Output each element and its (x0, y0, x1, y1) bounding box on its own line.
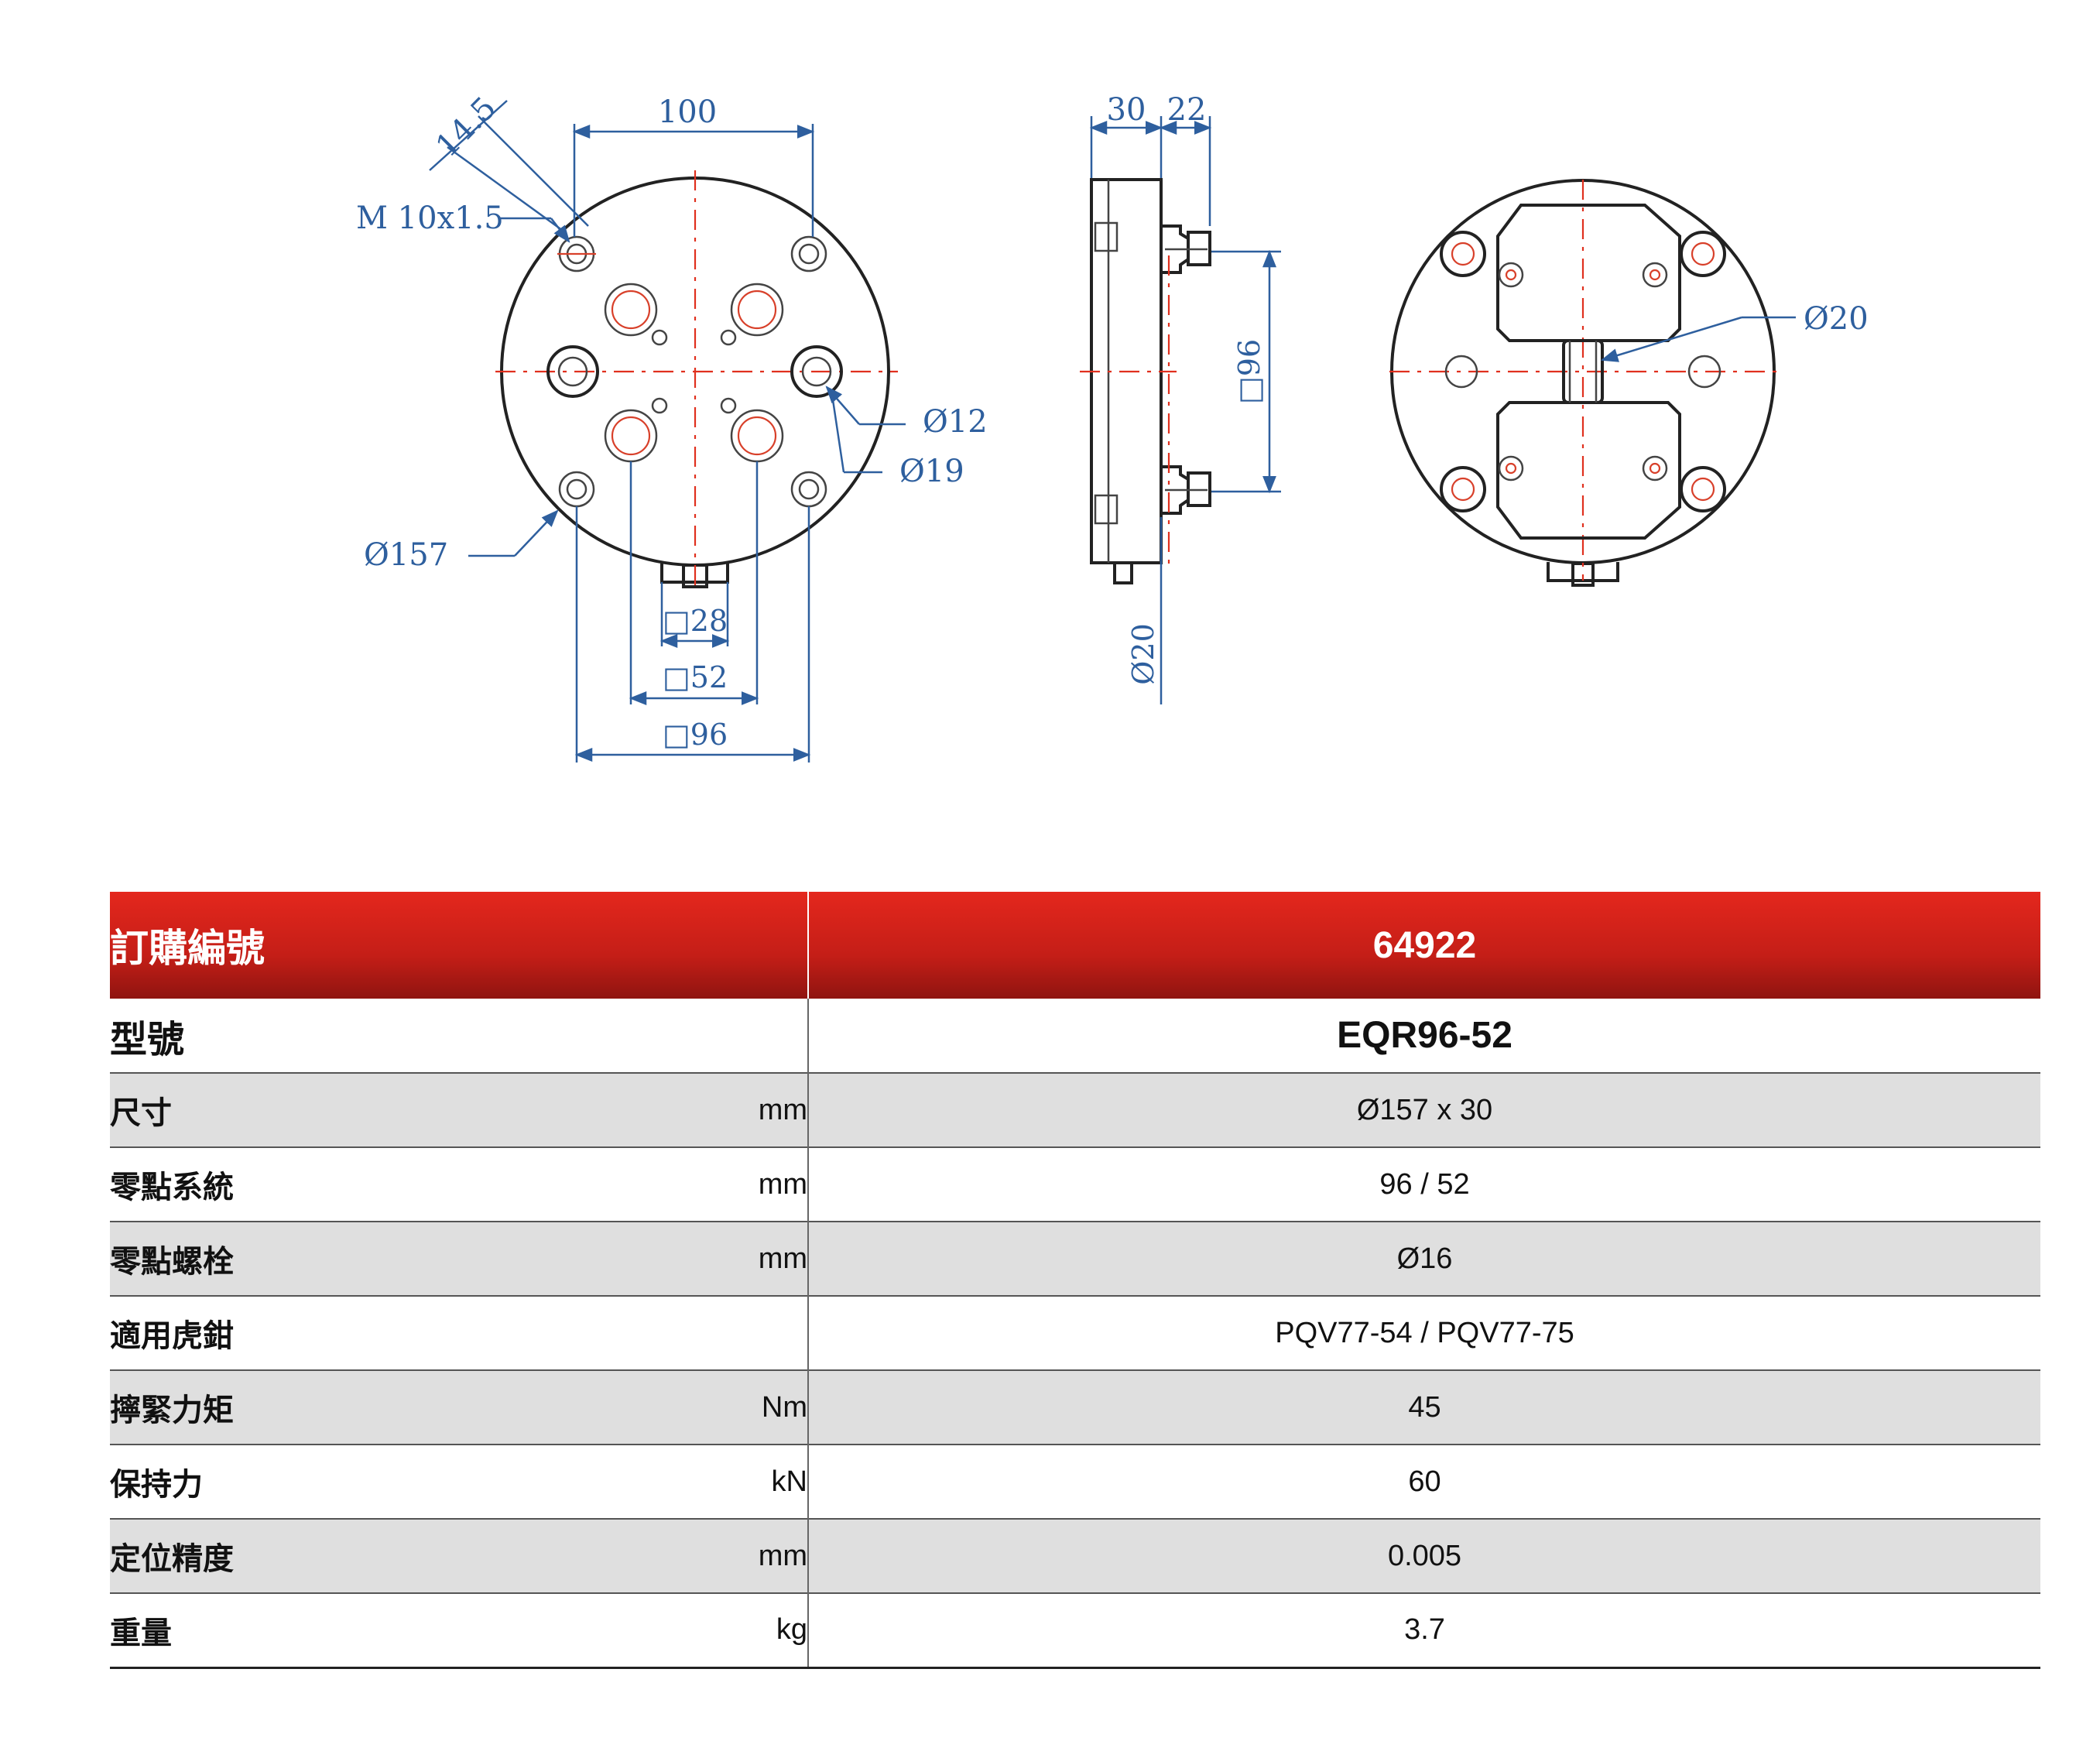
row-value: Ø157 x 30 (1356, 1093, 1493, 1126)
row-unit: mm (590, 1222, 809, 1296)
side-hole-left (546, 345, 599, 398)
corner-hole-tl (557, 235, 596, 272)
order-number-value: 64922 (1372, 924, 1477, 966)
table-row: 擰緊力矩 Nm 45 (110, 1370, 2040, 1445)
dim-pin-spacing: □96 (1232, 339, 1266, 404)
dim-100: 100 (658, 94, 717, 130)
row-unit: mm (590, 1147, 809, 1222)
model-value: EQR96-52 (1337, 1015, 1512, 1056)
order-number-label: 訂購編號 (110, 892, 809, 999)
row-label: 擰緊力矩 (110, 1393, 234, 1427)
side-hole-right (790, 345, 843, 398)
counterbore-holes (604, 283, 784, 463)
row-label: 尺寸 (110, 1096, 172, 1130)
back-view: Ø20 (1389, 179, 1869, 587)
row-label: 零點螺栓 (110, 1245, 234, 1279)
row-unit: Nm (590, 1370, 809, 1445)
row-value: 96 / 52 (1379, 1167, 1470, 1201)
front-view: 100 14.5 M 10x1.5 Ø12 Ø19 Ø157 □28 □52 (356, 91, 988, 763)
row-unit: mm (590, 1073, 809, 1147)
row-unit: mm (590, 1519, 809, 1593)
spec-table: 訂購編號 64922 型號 EQR96-52 尺寸 mm Ø157 x 30 零… (110, 892, 2040, 1669)
table-row: 定位精度 mm 0.005 (110, 1519, 2040, 1593)
technical-drawing: 100 14.5 M 10x1.5 Ø12 Ø19 Ø157 □28 □52 (356, 91, 1869, 763)
corner-hole-bl (558, 471, 595, 508)
row-value: 60 (1408, 1465, 1441, 1498)
order-number-row: 訂購編號 64922 (110, 892, 2040, 999)
corner-hole-br (790, 471, 827, 508)
back-side-holes (1444, 355, 1721, 389)
dim-dia-19: Ø19 (899, 454, 964, 489)
row-unit (590, 1296, 809, 1370)
row-label: 適用虎鉗 (110, 1319, 234, 1353)
small-holes (651, 329, 737, 414)
corner-hole-tr (790, 235, 827, 272)
model-row: 型號 EQR96-52 (110, 999, 2040, 1073)
side-view: 30 22 □96 Ø20 (1080, 92, 1281, 704)
row-label: 保持力 (110, 1468, 203, 1502)
table-row: 零點系統 mm 96 / 52 (110, 1147, 2040, 1222)
dim-pin-dia: Ø20 (1126, 623, 1160, 685)
back-corner-holes (1440, 231, 1726, 512)
dim-dia-12: Ø12 (923, 404, 988, 440)
row-label: 重量 (110, 1616, 172, 1650)
thread-label: M 10x1.5 (356, 200, 504, 236)
row-value: 3.7 (1404, 1613, 1445, 1647)
row-unit: kg (590, 1593, 809, 1667)
row-unit: kN (590, 1445, 809, 1519)
dim-pin-22: 22 (1167, 92, 1207, 128)
model-label: 型號 (110, 999, 809, 1073)
dim-sq-96: □96 (663, 718, 728, 752)
row-value: 0.005 (1387, 1539, 1462, 1572)
dim-14-5: 14.5 (430, 91, 504, 165)
row-value: 45 (1408, 1390, 1441, 1424)
table-row: 尺寸 mm Ø157 x 30 (110, 1073, 2040, 1147)
pin-top (1161, 224, 1211, 274)
table-row: 零點螺栓 mm Ø16 (110, 1222, 2040, 1296)
pin-bottom (1161, 465, 1211, 515)
row-value: Ø16 (1396, 1242, 1453, 1275)
dim-center-dia: Ø20 (1804, 301, 1869, 337)
dim-sq-52: □52 (663, 660, 728, 694)
dim-sq-28: □28 (663, 604, 728, 638)
table-row: 保持力 kN 60 (110, 1445, 2040, 1519)
dim-dia-157: Ø157 (364, 537, 448, 573)
table-row: 重量 kg 3.7 (110, 1593, 2040, 1667)
dim-thickness-30: 30 (1107, 92, 1146, 128)
table-row: 適用虎鉗 PQV77-54 / PQV77-75 (110, 1296, 2040, 1370)
row-label: 定位精度 (110, 1542, 234, 1576)
row-label: 零點系統 (110, 1170, 234, 1205)
row-value: PQV77-54 / PQV77-75 (1275, 1316, 1574, 1349)
